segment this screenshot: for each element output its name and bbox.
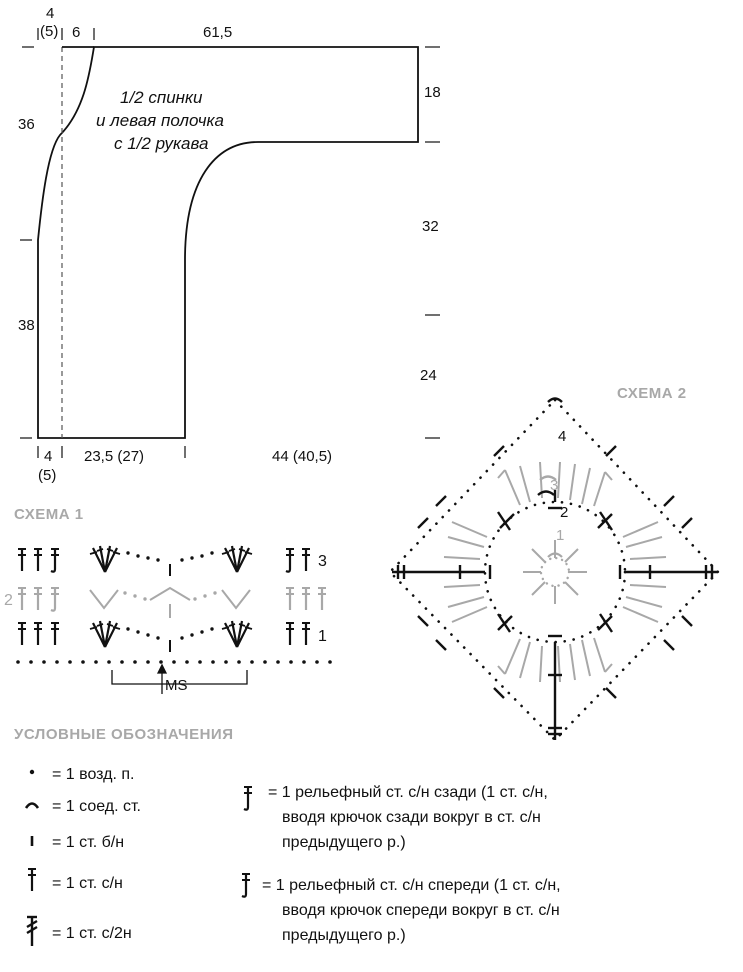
dim-bottom-44: 44 (40,5) (272, 448, 332, 465)
legend-relief-back-line-2: вводя крючок сзади вокруг в ст. с/н (282, 809, 541, 826)
front-post-stitch-icon (240, 872, 252, 898)
legend-item-sc: = 1 ст. б/н (52, 834, 124, 851)
scheme-1-row-3 (16, 544, 312, 574)
piece-label-line-3: с 1/2 рукава (114, 134, 208, 153)
scheme-2-round-label-2: 2 (560, 504, 568, 521)
back-post-stitch-icon (242, 785, 254, 811)
double-treble-cross-icon (26, 915, 38, 946)
dim-right-32: 32 (422, 218, 439, 235)
dim-left-36: 36 (18, 116, 35, 133)
dim-top-6: 6 (72, 24, 80, 41)
dim-top-left: 4 (46, 5, 54, 22)
scheme-2-round-label-3: 3 (550, 477, 558, 494)
scheme-2: СХЕМА 2 (388, 385, 720, 742)
scheme-1: СХЕМА 1 3 2 (4, 506, 332, 694)
scheme-1-row-label-2: 2 (4, 592, 13, 609)
dim-top-615: 61,5 (203, 24, 232, 41)
legend-relief-front-line-2: вводя крючок спереди вокруг в ст. с/н (282, 902, 560, 919)
scheme-2-round-label-4: 4 (558, 428, 566, 445)
dim-top-left-alt: (5) (40, 23, 58, 40)
dim-left-38: 38 (18, 317, 35, 334)
scheme-1-row-1 (16, 619, 312, 649)
scheme-1-row-label-1: 1 (318, 628, 327, 645)
dim-bottom-235: 23,5 (27) (84, 448, 144, 465)
scheme-1-title: СХЕМА 1 (14, 506, 84, 523)
scheme-1-row-1-chain (126, 627, 214, 640)
scheme-2-spokes (392, 490, 718, 740)
chain-dot-icon (29, 769, 35, 775)
scheme-1-row-label-3: 3 (318, 553, 327, 570)
legend-relief-front-line-1: = 1 рельефный ст. с/н спереди (1 ст. с/н… (262, 877, 561, 894)
pattern-outline (37, 46, 419, 439)
scheme-1-row-2 (16, 586, 328, 612)
legend: УСЛОВНЫЕ ОБОЗНАЧЕНИЯ = 1 возд. п. = 1 со… (14, 726, 561, 946)
legend-title: УСЛОВНЫЕ ОБОЗНАЧЕНИЯ (14, 726, 233, 743)
scheme-2-round-2-stitches (417, 445, 693, 699)
scheme-1-row-3-chain (126, 551, 214, 562)
legend-relief-back-line-1: = 1 рельефный ст. с/н сзади (1 ст. с/н, (268, 784, 548, 801)
pattern-piece: 4 (5) 6 61,5 36 38 18 32 24 4 (5) 23,5 (… (18, 5, 441, 484)
legend-item-dc: = 1 ст. с/н (52, 875, 123, 892)
piece-label-line-2: и левая полочка (96, 111, 224, 130)
scheme-2-slip-stitch-1 (547, 552, 563, 558)
legend-item-slip: = 1 соед. ст. (52, 798, 141, 815)
legend-item-chain: = 1 возд. п. (52, 766, 135, 783)
scheme-2-slip-stitch-2 (537, 490, 555, 496)
scheme-2-round-1-stitches (523, 540, 587, 604)
scheme-2-slip-stitch-3 (539, 475, 557, 481)
scheme-1-row-2-vs (89, 586, 251, 618)
dim-right-24: 24 (420, 367, 437, 384)
scheme-2-round-label-1: 1 (556, 527, 564, 544)
dim-bottom-left: 4 (44, 448, 52, 465)
double-crochet-cross-icon (26, 867, 38, 893)
legend-item-dtr: = 1 ст. с/2н (52, 925, 132, 942)
dimension-ticks (20, 28, 440, 458)
scheme-1-repeat-bracket (111, 663, 248, 694)
scheme-1-ms-label: MS (165, 677, 188, 694)
legend-relief-front-line-3: предыдущего р.) (282, 927, 406, 944)
slip-stitch-arc-icon (24, 802, 40, 809)
dim-right-18: 18 (424, 84, 441, 101)
scheme-1-foundation-chain (16, 660, 332, 664)
dim-bottom-left-alt: (5) (38, 467, 56, 484)
scheme-2-slip-stitch-4 (547, 397, 563, 403)
legend-relief-back-line-3: предыдущего р.) (282, 834, 406, 851)
scheme-2-title: СХЕМА 2 (617, 385, 687, 402)
piece-label-line-1: 1/2 спинки (120, 88, 203, 107)
scheme-1-row-2-chain (123, 591, 217, 601)
